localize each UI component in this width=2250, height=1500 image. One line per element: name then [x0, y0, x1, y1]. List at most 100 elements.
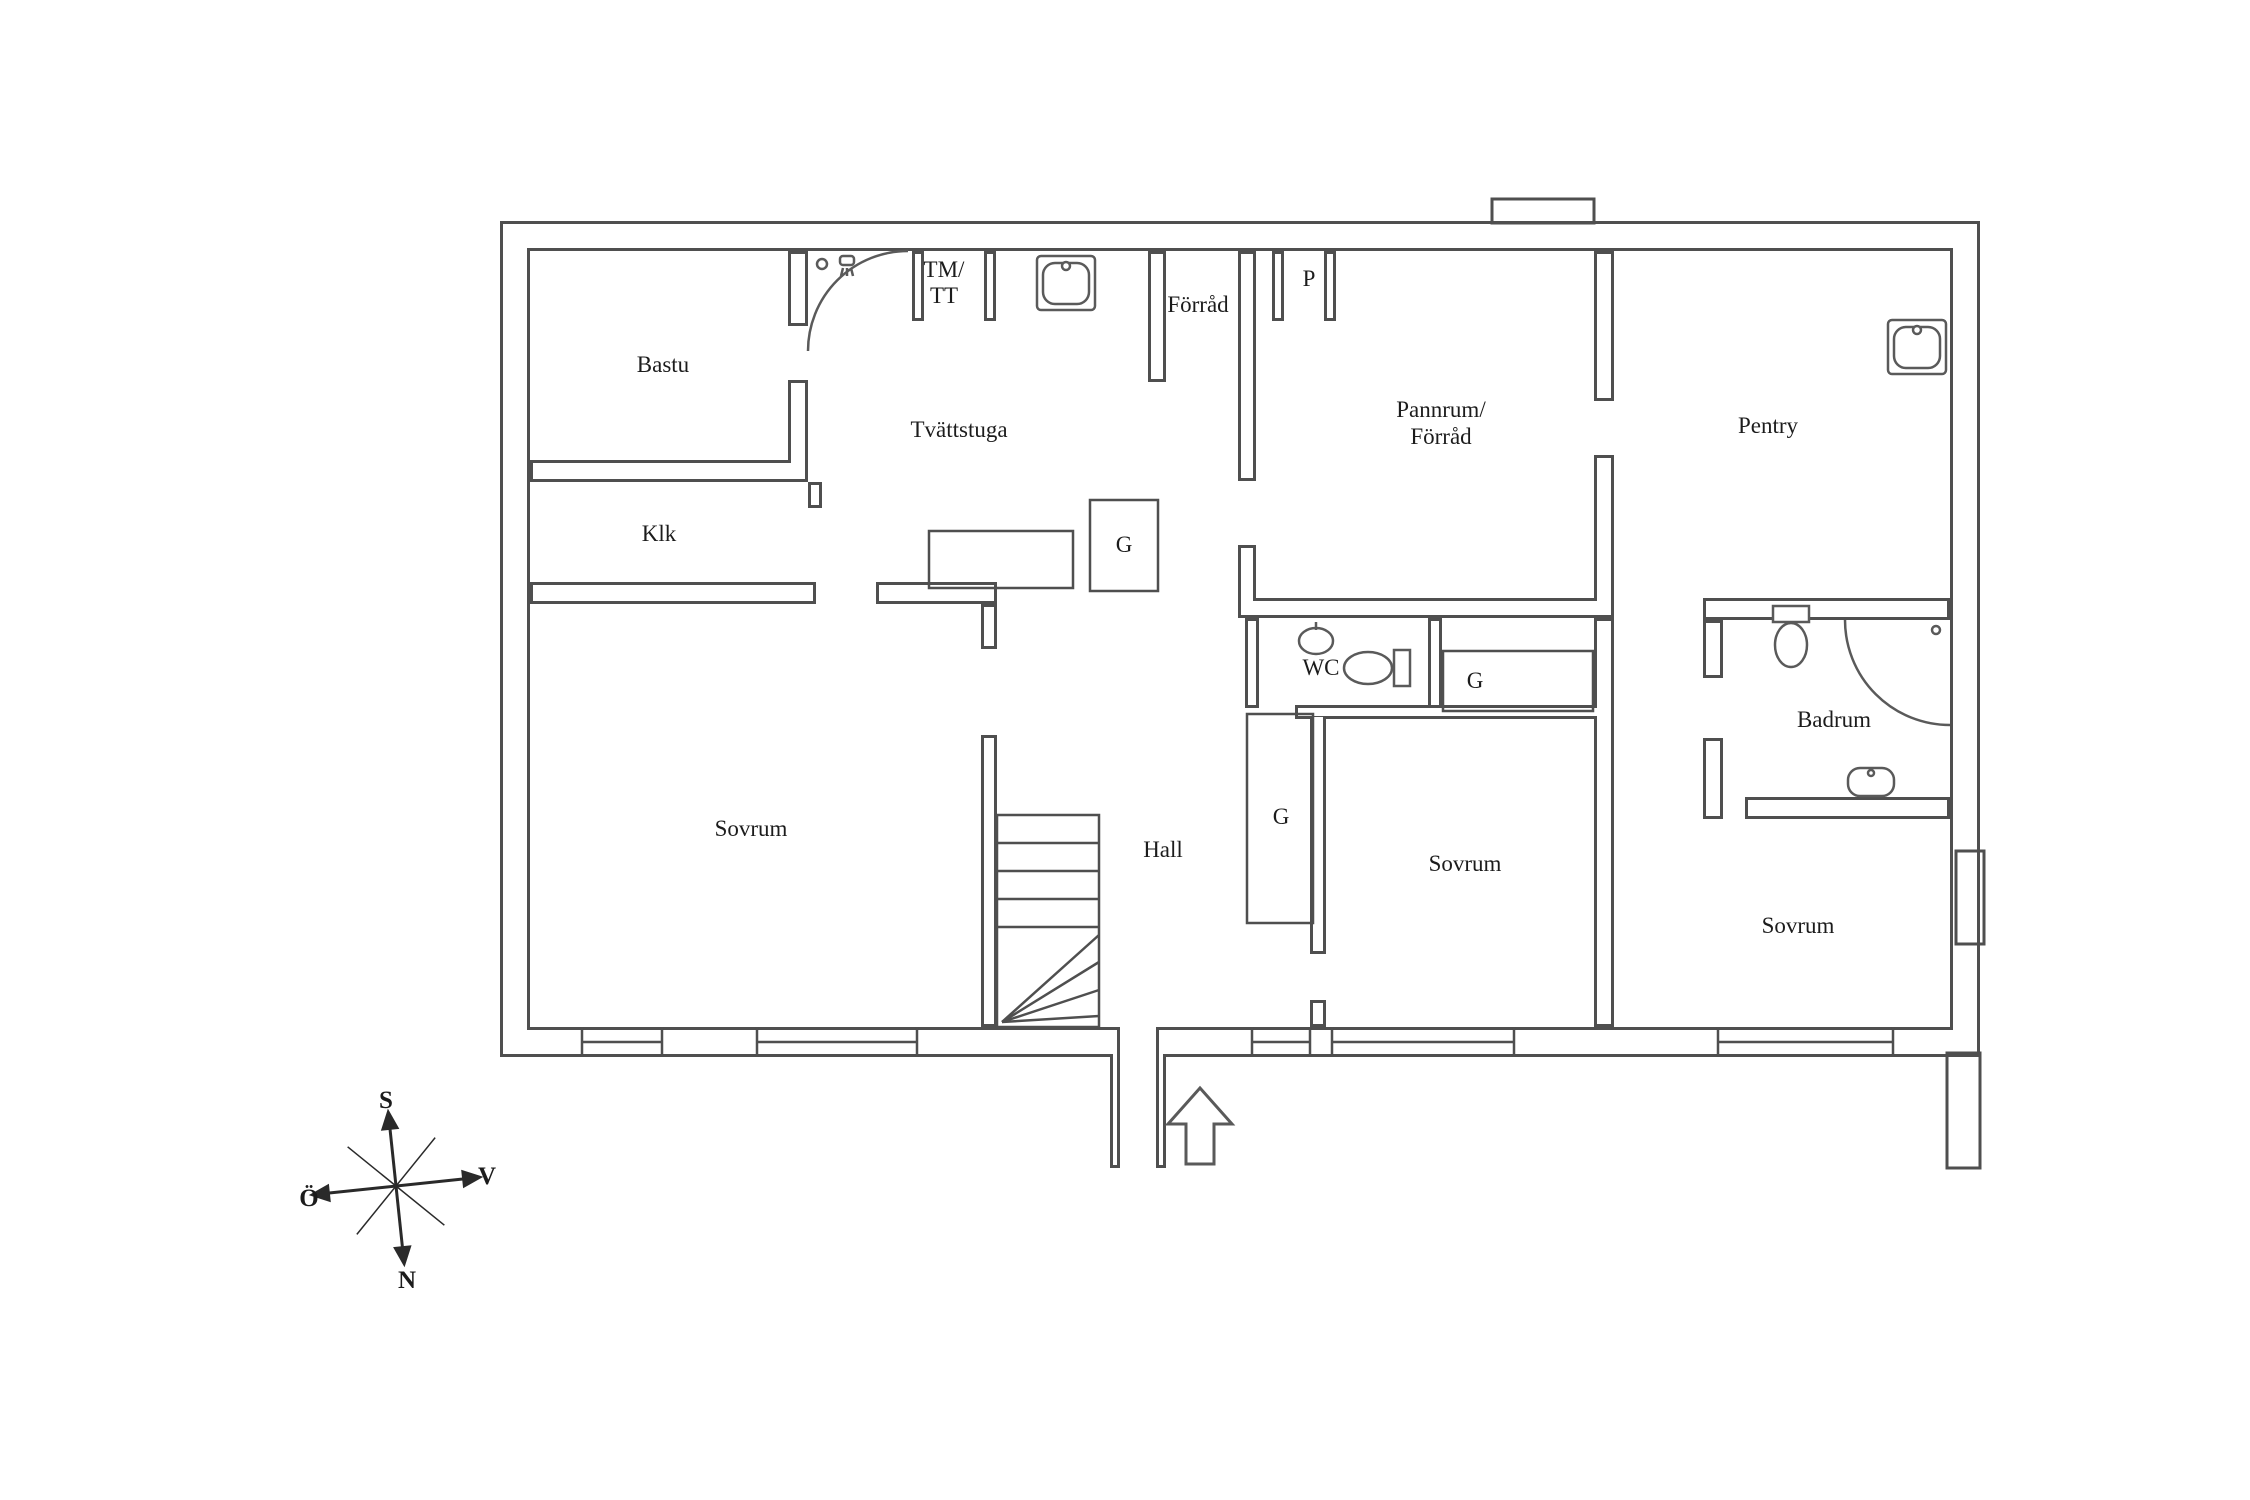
stair-winder — [1001, 960, 1100, 1024]
compass-rose: S V Ö N — [299, 1087, 496, 1294]
compass-label-west: V — [478, 1163, 496, 1190]
stair-winder — [1001, 934, 1100, 1023]
toilet-bowl — [1773, 621, 1809, 669]
compass-label-north: N — [398, 1267, 416, 1294]
staircase — [995, 813, 1101, 1029]
room-label-pentry: Pentry — [1738, 413, 1799, 438]
room-label-sovrum-left: Sovrum — [715, 816, 788, 841]
wall-cavity — [533, 463, 805, 479]
wall-cavity — [1241, 254, 1253, 478]
faucet-icon — [1911, 324, 1923, 336]
toilet-tank — [1771, 604, 1811, 624]
sink-basin — [1297, 626, 1335, 656]
windows — [580, 1027, 1895, 1057]
room-label-wc: WC — [1302, 655, 1339, 680]
room-label-sovrum-right: Sovrum — [1762, 913, 1835, 938]
window-symbol — [1250, 1027, 1312, 1057]
wall-cavity — [791, 383, 805, 479]
compass-ns-axis — [388, 1124, 405, 1252]
room-label-g-tvattstuga: G — [1116, 532, 1133, 557]
wall-cavity — [1159, 1030, 1163, 1165]
wall-cavity — [1113, 1030, 1117, 1165]
wall-cavity — [1313, 717, 1323, 951]
room-label-g-hall: G — [1273, 804, 1290, 829]
wall-cavity — [1706, 623, 1720, 675]
wall-cavity — [503, 224, 527, 1054]
compass-arrow-north — [393, 1245, 412, 1268]
wall-cavity — [1706, 741, 1720, 816]
walls — [500, 221, 1980, 1168]
room-label-sovrum-middle: Sovrum — [1429, 851, 1502, 876]
room-label-forrad-top: Förråd — [1167, 292, 1229, 317]
room-label-badrum: Badrum — [1797, 707, 1871, 732]
wall-cavity — [1597, 254, 1611, 398]
faucet-icon — [1060, 260, 1072, 272]
shower-curtain-arc — [806, 249, 909, 352]
chimney — [1945, 1051, 1982, 1170]
shower-drain-icon — [815, 257, 829, 271]
compass-label-south: S — [379, 1087, 393, 1114]
wall-cavity — [987, 254, 993, 318]
stair-winder — [1001, 1014, 1100, 1024]
wall-cavity — [1748, 800, 1947, 816]
badrum-toilet — [1771, 604, 1811, 669]
wall-cavity — [811, 485, 819, 505]
wall-cavity — [1706, 601, 1947, 617]
wall-cavity — [1241, 548, 1253, 615]
toilet-bowl — [1342, 650, 1394, 686]
toilet-tank — [1392, 648, 1412, 688]
wardrobe-outline — [927, 529, 1075, 590]
room-label-p-closet: P — [1303, 266, 1316, 291]
room-label-pannrum-line1: Pannrum/ — [1396, 397, 1486, 422]
pentry-sink — [1886, 318, 1948, 376]
shower-curtain-arc — [1843, 619, 1951, 727]
room-label-pannrum-line2: Förråd — [1410, 424, 1472, 449]
window-symbol — [755, 1027, 919, 1057]
room-label-g-pannrum: G — [1467, 668, 1484, 693]
compass-arrow-south — [380, 1108, 400, 1131]
window-symbol — [1330, 1027, 1516, 1057]
compass-label-east: Ö — [299, 1185, 318, 1212]
sink-basin — [1846, 766, 1896, 798]
shower-head-icon — [838, 254, 856, 267]
faucet-icon — [1930, 624, 1942, 636]
room-label-tm-line2: TT — [930, 283, 958, 308]
wall-cavity — [984, 738, 994, 1024]
wall-notch — [1490, 197, 1596, 225]
wall-cavity — [915, 254, 921, 318]
wall-cavity — [1248, 601, 1602, 615]
badrum-sink — [1846, 766, 1896, 798]
wc-toilet — [1342, 648, 1412, 688]
shower — [806, 249, 909, 352]
faucet-icon — [1866, 768, 1876, 778]
badrum-shower — [1843, 619, 1951, 727]
window-symbol — [1716, 1027, 1895, 1057]
window-symbol — [580, 1027, 664, 1057]
compass-arrow-west — [461, 1169, 484, 1189]
wall-cavity — [1313, 1003, 1323, 1024]
stair-winder — [1001, 988, 1100, 1024]
compass-diagonal — [356, 1137, 436, 1235]
entrance-arrow — [1164, 1085, 1236, 1166]
wall-cavity — [503, 224, 1977, 248]
laundry-sink — [1035, 254, 1097, 312]
closet-g-hall-outline — [1245, 712, 1315, 925]
wall-cavity — [984, 607, 994, 646]
wall-cavity — [1248, 621, 1256, 705]
wall-cavity — [1431, 621, 1439, 705]
closet-g-pannrum-outline — [1441, 649, 1595, 713]
wall-cavity — [1151, 254, 1163, 379]
wall-recess — [1954, 849, 1986, 946]
wall-cavity — [1327, 254, 1333, 318]
compass-arrow-east — [308, 1183, 331, 1203]
wc-sink — [1297, 622, 1335, 656]
wall-cavity — [1275, 254, 1281, 318]
wall-cavity — [533, 585, 813, 601]
room-label-bastu: Bastu — [637, 352, 690, 377]
room-labels: Bastu TM/ TT Förråd P Pannrum/ Förråd Pe… — [637, 257, 1871, 938]
wall-cavity — [1597, 458, 1611, 615]
stair-outline — [995, 813, 1101, 1029]
room-label-klk: Klk — [642, 521, 677, 546]
